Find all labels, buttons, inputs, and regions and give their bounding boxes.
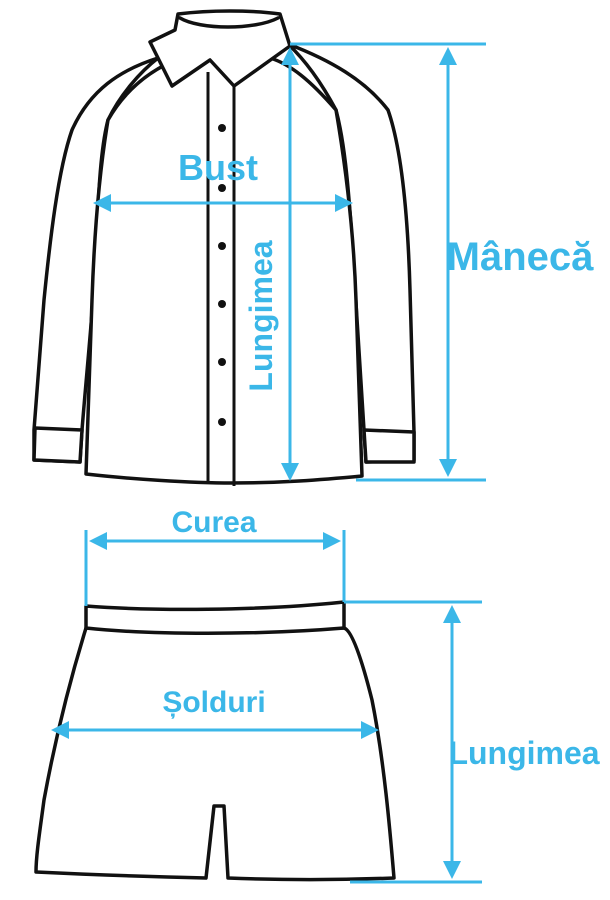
sleeve-label: Mânecă xyxy=(447,235,594,279)
shirt-button xyxy=(218,358,226,366)
shirt-button xyxy=(218,418,226,426)
waist-label: Curea xyxy=(171,506,256,539)
shirt-buttons xyxy=(218,124,226,426)
shorts-measurements xyxy=(51,530,482,884)
shirt-right-cuff xyxy=(362,428,416,464)
shirt-button xyxy=(218,184,226,192)
shorts-length-label: Lungimea xyxy=(448,735,599,771)
shirt-button xyxy=(218,300,226,308)
shorts-drawing xyxy=(34,600,396,882)
shirt-measurements xyxy=(93,42,486,482)
shirt-button xyxy=(218,242,226,250)
shirt-collar-band xyxy=(178,16,280,29)
shorts-waistband xyxy=(84,600,346,635)
shirt-left-cuff xyxy=(32,426,84,464)
shirt-placket xyxy=(206,72,236,486)
shirt-collar xyxy=(148,9,292,88)
shorts-body xyxy=(34,626,396,882)
bust-label: Bust xyxy=(178,147,258,188)
shirt-button xyxy=(218,124,226,132)
shirt-length-label: Lungimea xyxy=(243,240,279,391)
hips-label: Șolduri xyxy=(162,686,265,719)
